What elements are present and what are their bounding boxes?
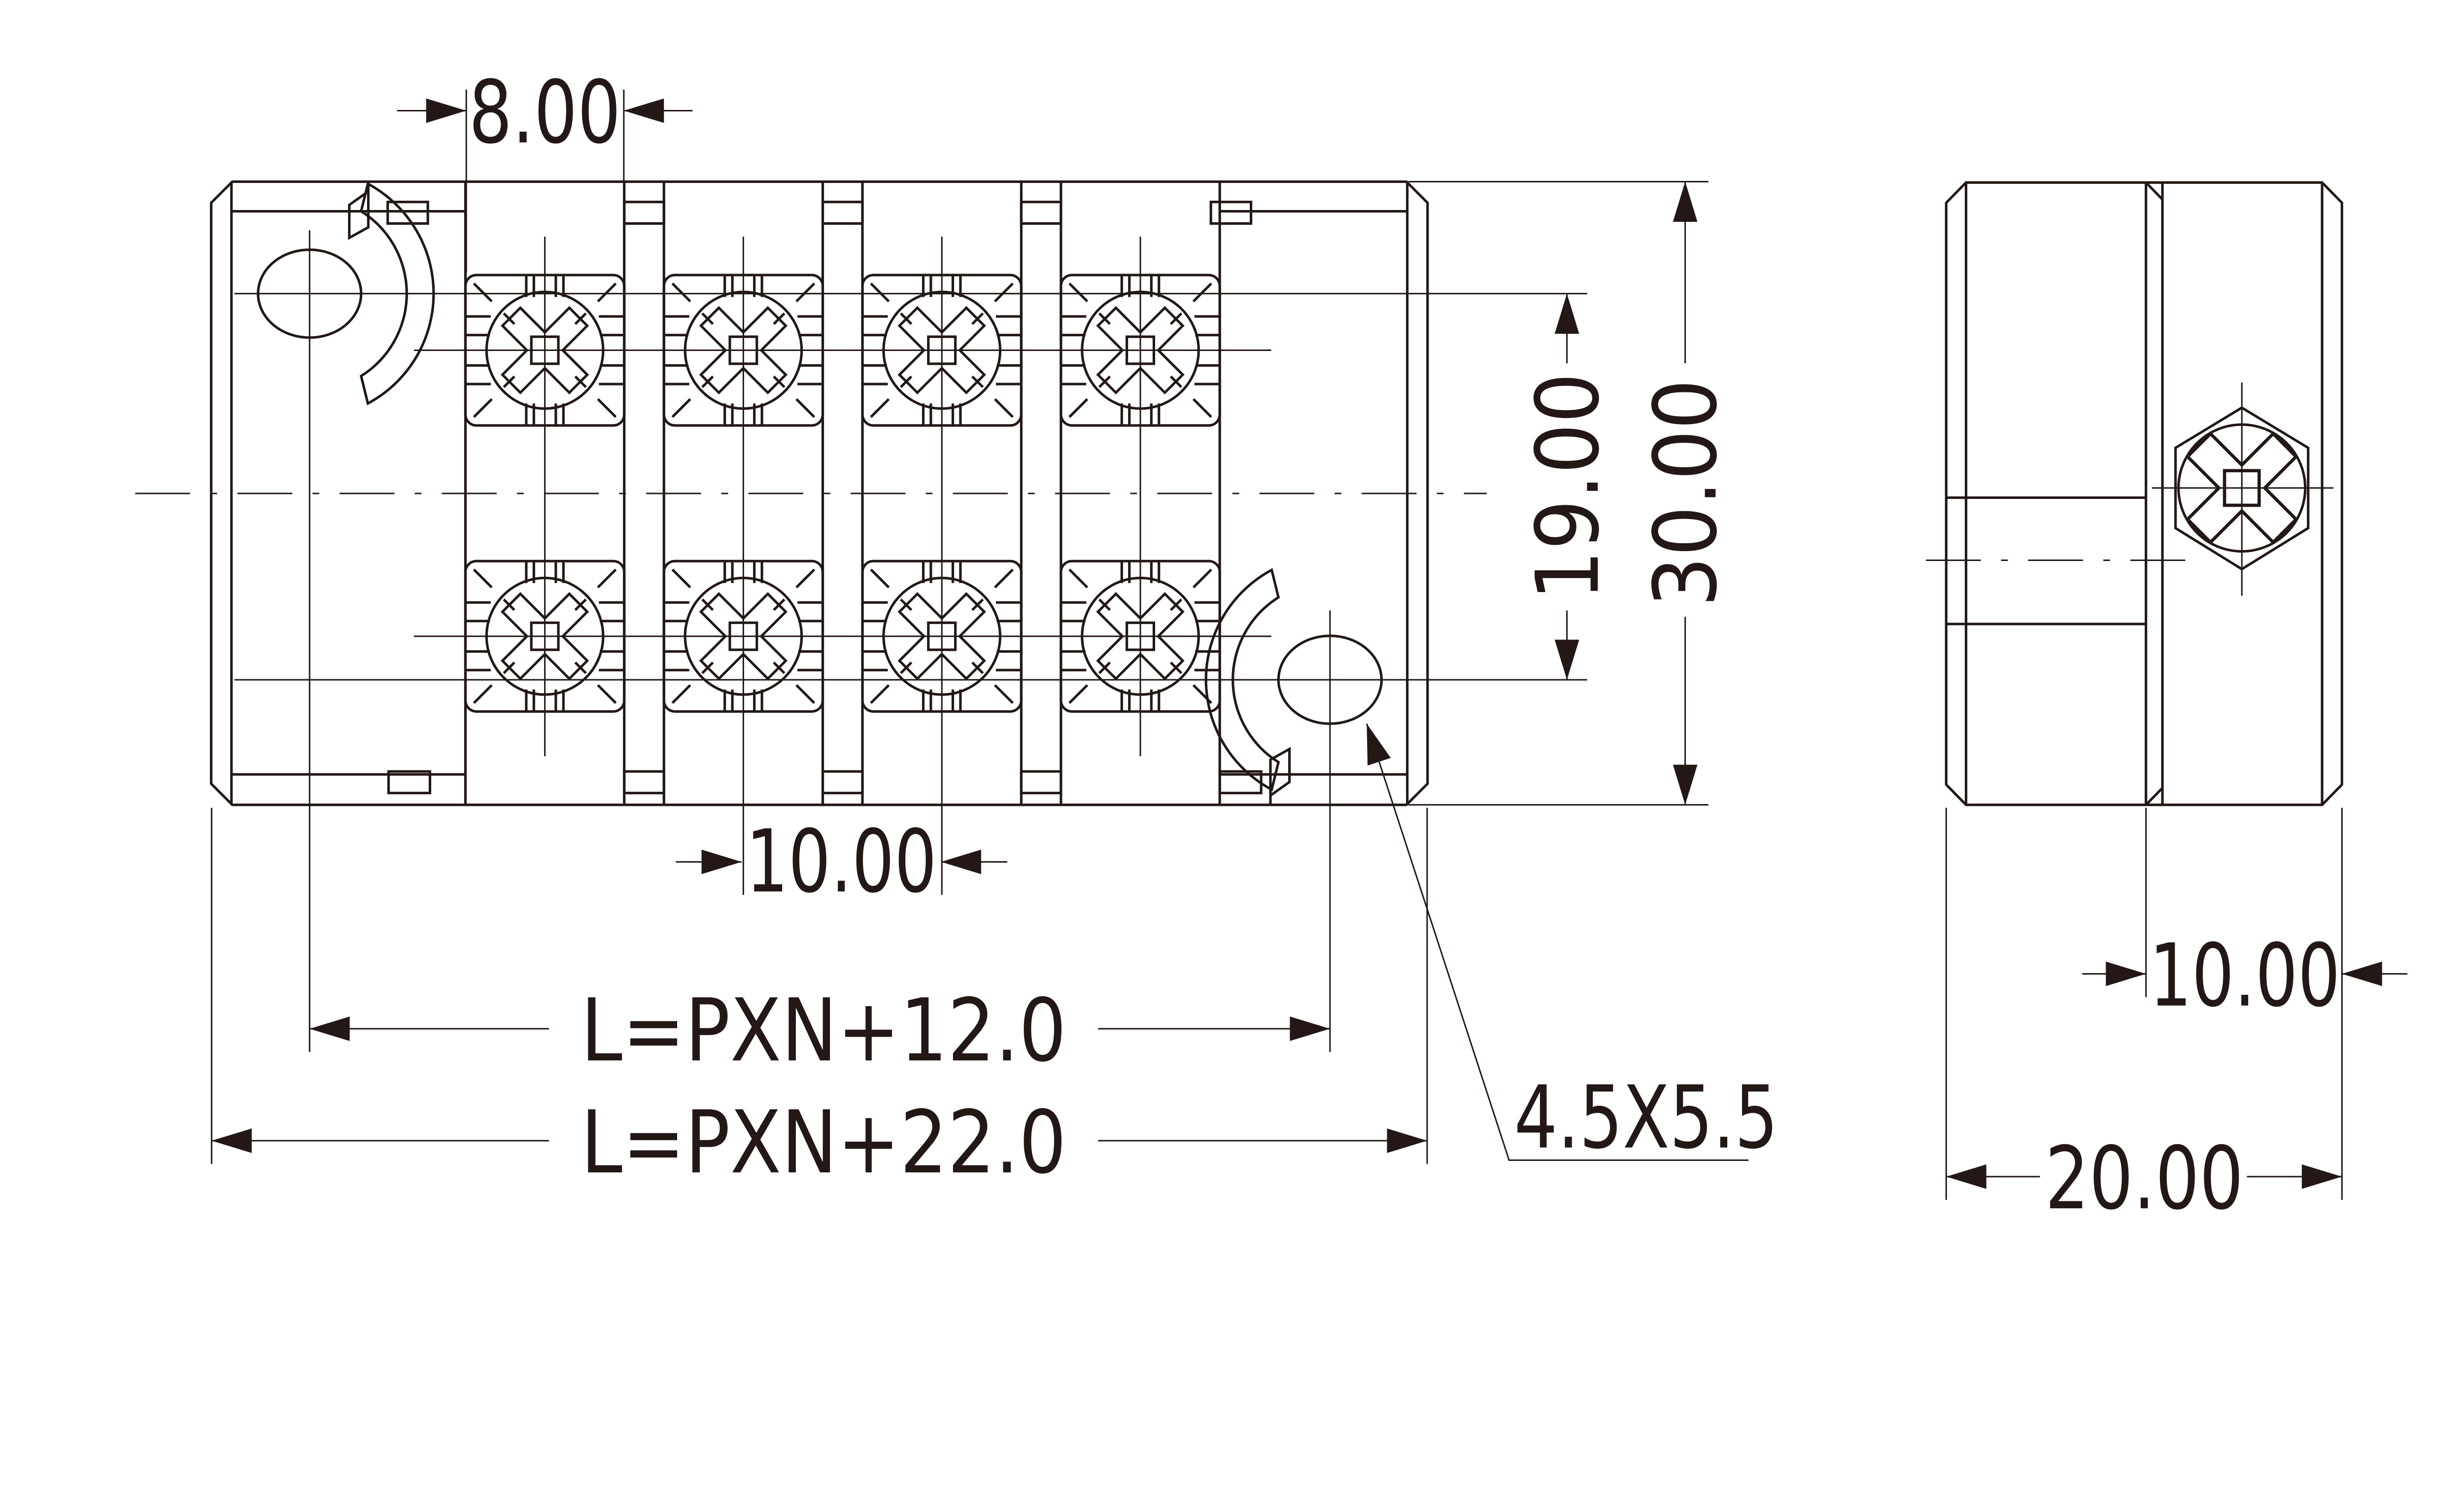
dim-overall-length: L=PXN+22.0 — [210, 807, 1428, 1193]
side-dim-depth: 20.00 — [1945, 807, 2342, 1229]
side-outline — [1945, 181, 2343, 806]
dim-text-depth: 20.00 — [2045, 1128, 2244, 1229]
row-centerlines — [413, 349, 1271, 637]
mount-hole-centerlines — [234, 230, 1587, 1052]
mounting-ear-bevel-bottom-right — [1269, 747, 1291, 805]
side-wire-entry-lines — [1946, 496, 2146, 626]
side-view — [1926, 181, 2343, 806]
dim-text-overall-length: L=PXN+22.0 — [581, 1092, 1066, 1193]
dim-text-hole-span: L=PXN+12.0 — [581, 981, 1066, 1081]
mounting-ear-crescent-top-left — [359, 181, 435, 406]
mounting-ear-crescent-bottom-right — [1204, 568, 1280, 792]
side-dim-section-width: 10.00 — [2082, 807, 2408, 1200]
dim-text-section-width: 10.00 — [2149, 926, 2340, 1026]
slot-size-callout: 4.5X5.5 — [1366, 723, 1779, 1168]
dim-hole-span-vertical: 19.00 — [1518, 293, 1618, 680]
dim-text-height: 30.00 — [1636, 379, 1736, 607]
front-view — [135, 180, 1587, 1052]
drawing-sheet: 8.00 10.00 L=PXN+12.0 L=PXN+22.0 19.00 3… — [135, 62, 2408, 1229]
dim-text-hole-span-vertical: 19.00 — [1518, 373, 1618, 601]
dim-height: 30.00 — [1408, 181, 1736, 806]
mounting-ear-bevel-top-left — [348, 181, 370, 240]
dim-text-slot-size: 4.5X5.5 — [1514, 1068, 1779, 1168]
dim-text-pitch: 10.00 — [746, 811, 937, 912]
dim-text-opening-width: 8.00 — [469, 63, 621, 163]
pole-centerlines — [544, 236, 1141, 895]
dim-opening-width: 8.00 — [397, 63, 693, 273]
dim-pitch: 10.00 — [676, 811, 1008, 912]
dim-hole-span-length: L=PXN+12.0 — [309, 981, 1330, 1081]
terminal-block-dimension-drawing: 8.00 10.00 L=PXN+12.0 L=PXN+22.0 19.00 3… — [135, 62, 2408, 1229]
